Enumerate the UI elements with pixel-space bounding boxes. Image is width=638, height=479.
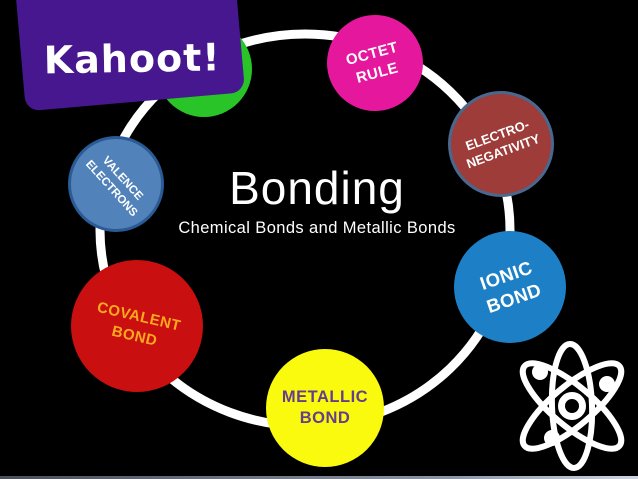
window-bottom-edge [0,476,638,479]
topic-circle-valence-electrons: VALENCE ELECTRONS [68,136,164,232]
kahoot-logo-banner: Kahoot! [14,0,246,112]
topic-circle-ionic-bond: IONIC BOND [454,231,566,343]
topic-circle-electro-negativity: ELECTRO- NEGATIVITY [448,91,554,197]
topic-label-line: METALLIC [281,387,369,406]
topic-label: ELECTRO- NEGATIVITY [459,115,543,173]
topic-label: OCTET RULE [344,37,406,88]
atom-icon [519,341,625,471]
topic-label: IONIC BOND [475,255,544,319]
topic-label: METALLIC BOND [282,387,368,430]
electron-dots [532,364,615,446]
topic-circle-metallic-bond: METALLIC BOND [266,349,384,467]
topic-circle-octet-rule: OCTET RULE [327,15,423,111]
slide-subtitle: Chemical Bonds and Metallic Bonds [178,219,456,237]
slide-title: Bonding [229,162,405,214]
topic-label: COVALENT BOND [91,297,183,354]
kahoot-logo-text: Kahoot! [42,35,221,83]
topic-label: VALENCE ELECTRONS [81,148,151,221]
topic-label-line: BOND [299,409,351,427]
topic-circle-covalent-bond: COVALENT BOND [71,260,203,392]
